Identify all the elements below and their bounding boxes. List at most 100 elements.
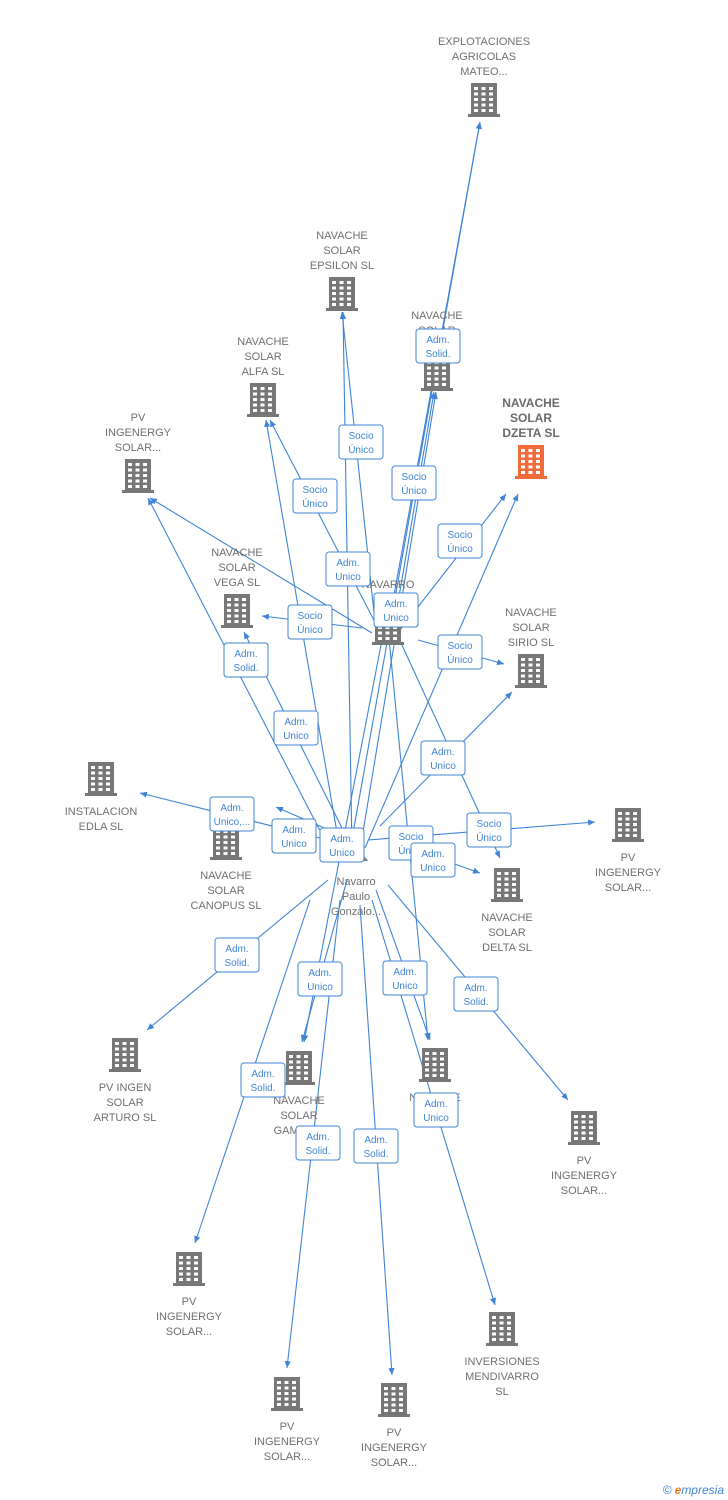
edge-label[interactable]: Adm.Solid.	[240, 1062, 286, 1098]
node-label-line: PV	[387, 1427, 402, 1439]
edge-label[interactable]: Adm.Solid.	[214, 937, 260, 973]
relation-edge	[364, 493, 519, 849]
node-label-line: Navarro	[336, 876, 375, 888]
edge-label[interactable]: Adm.Unico	[319, 827, 365, 863]
node-label-line: AGRICOLAS	[452, 51, 516, 63]
relation-edge	[394, 391, 436, 621]
edge-label-type: Unico	[423, 1113, 449, 1124]
node-label-line: PV	[182, 1296, 197, 1308]
edge-label[interactable]: Adm.Unico	[420, 740, 466, 776]
edge-label[interactable]: Adm.Unico	[382, 960, 428, 996]
node-label-line: SOLAR	[207, 885, 244, 897]
edge-label-type: Solid.	[463, 997, 488, 1008]
edge-label[interactable]: Adm.Unico	[271, 818, 317, 854]
node-label-line: PV	[577, 1155, 592, 1167]
node-label-line: SOLAR	[244, 351, 281, 363]
edge-label-type: Solid.	[224, 958, 249, 969]
edge-label[interactable]: Adm.Solid.	[415, 328, 461, 364]
edge-label[interactable]: Adm.Solid.	[453, 976, 499, 1012]
building-icon	[419, 1048, 451, 1082]
node-label-line: PV	[131, 412, 146, 424]
node-label-line: MENDIVARRO	[465, 1371, 539, 1383]
node-pv_right[interactable]: PVINGENERGYSOLAR...	[595, 808, 662, 894]
empresia-brand[interactable]: ©empresia	[663, 1483, 724, 1497]
node-label-line: NAVACHE	[502, 396, 560, 410]
edge-label[interactable]: Adm.Unico	[325, 551, 371, 587]
edge-label[interactable]: Adm.Unico	[273, 710, 319, 746]
edge-label[interactable]: Adm.Unico	[373, 592, 419, 628]
building-icon	[271, 1377, 303, 1411]
relation-edge	[149, 497, 373, 634]
edge-label-type: Solid.	[363, 1149, 388, 1160]
node-label-line: SIRIO SL	[508, 637, 554, 649]
edge-label-type: Unico	[307, 982, 333, 993]
edge-label[interactable]: Adm.Unico	[413, 1092, 459, 1128]
edge-label-type: Unico	[420, 863, 446, 874]
edge-label-role: Adm.	[234, 649, 257, 660]
building-icon	[468, 83, 500, 117]
edge-label-role: Socio	[401, 472, 426, 483]
edge-label-type: Único	[447, 653, 473, 666]
edge-label-type: Solid.	[233, 663, 258, 674]
node-label-line: Gonzalo...	[331, 906, 381, 918]
edge-label[interactable]: Adm. Unico	[297, 961, 343, 997]
brand-rest: mpresia	[681, 1483, 724, 1497]
edge-label-role: Adm.	[308, 968, 331, 979]
node-label-line: SOLAR	[280, 1110, 317, 1122]
node-person[interactable]: NavarroPauloGonzalo...	[331, 835, 381, 918]
node-label-line: PV	[280, 1421, 295, 1433]
edge-label[interactable]: Adm. Solid.	[223, 642, 269, 678]
node-gamma[interactable]: NAVACHESOLARGAMMA...	[273, 1051, 325, 1137]
edge-label-type: Unico	[430, 761, 456, 772]
edge-label-type: Unico	[392, 981, 418, 992]
node-label-line: SOLAR	[512, 622, 549, 634]
node-label-line: DZETA SL	[502, 426, 559, 440]
nodes: EXPLOTACIONESAGRICOLASMATEO...NAVACHESOL…	[65, 36, 662, 1469]
edge-label[interactable]: Adm.Solid.	[295, 1125, 341, 1161]
edge-label-role: Socio	[476, 819, 501, 830]
edge-label-type: Solid.	[305, 1146, 330, 1157]
edge-label[interactable]: Adm.Unico,...	[209, 796, 255, 832]
relation-edge	[269, 419, 379, 629]
edge-label-type: Unico,...	[214, 817, 251, 828]
node-label-line: INGENERGY	[361, 1442, 428, 1454]
node-label-line: NAVARRO	[362, 579, 415, 591]
edge-label-role: Adm.	[426, 335, 449, 346]
node-label-line: INGENERGY	[156, 1311, 223, 1323]
node-label-line: SOLAR...	[561, 1185, 607, 1197]
copyright-symbol: ©	[662, 1483, 672, 1497]
node-pv_bl[interactable]: PVINGENERGYSOLAR...	[156, 1252, 223, 1338]
node-pv1[interactable]: PVINGENERGYSOLAR...	[105, 412, 172, 493]
node-label-line: SOLAR	[488, 927, 525, 939]
node-label-line: SL	[495, 1386, 508, 1398]
node-label-line: NAVACHE	[273, 1095, 325, 1107]
node-pv_right2[interactable]: PVINGENERGYSOLAR...	[551, 1111, 618, 1197]
node-pv_b1[interactable]: PVINGENERGYSOLAR...	[254, 1377, 321, 1463]
edge-label[interactable]: Adm.Unico	[410, 842, 456, 878]
building-icon	[173, 1252, 205, 1286]
node-pv_b2[interactable]: PVINGENERGYSOLAR...	[361, 1383, 428, 1469]
node-label-line: SOLAR...	[605, 882, 651, 894]
edge-label-role: Adm.	[336, 558, 359, 569]
edge-label[interactable]: Adm.Solid.	[353, 1128, 399, 1164]
node-explotaciones[interactable]: EXPLOTACIONESAGRICOLASMATEO...	[438, 36, 530, 117]
edge-label-role: Socio	[348, 431, 373, 442]
